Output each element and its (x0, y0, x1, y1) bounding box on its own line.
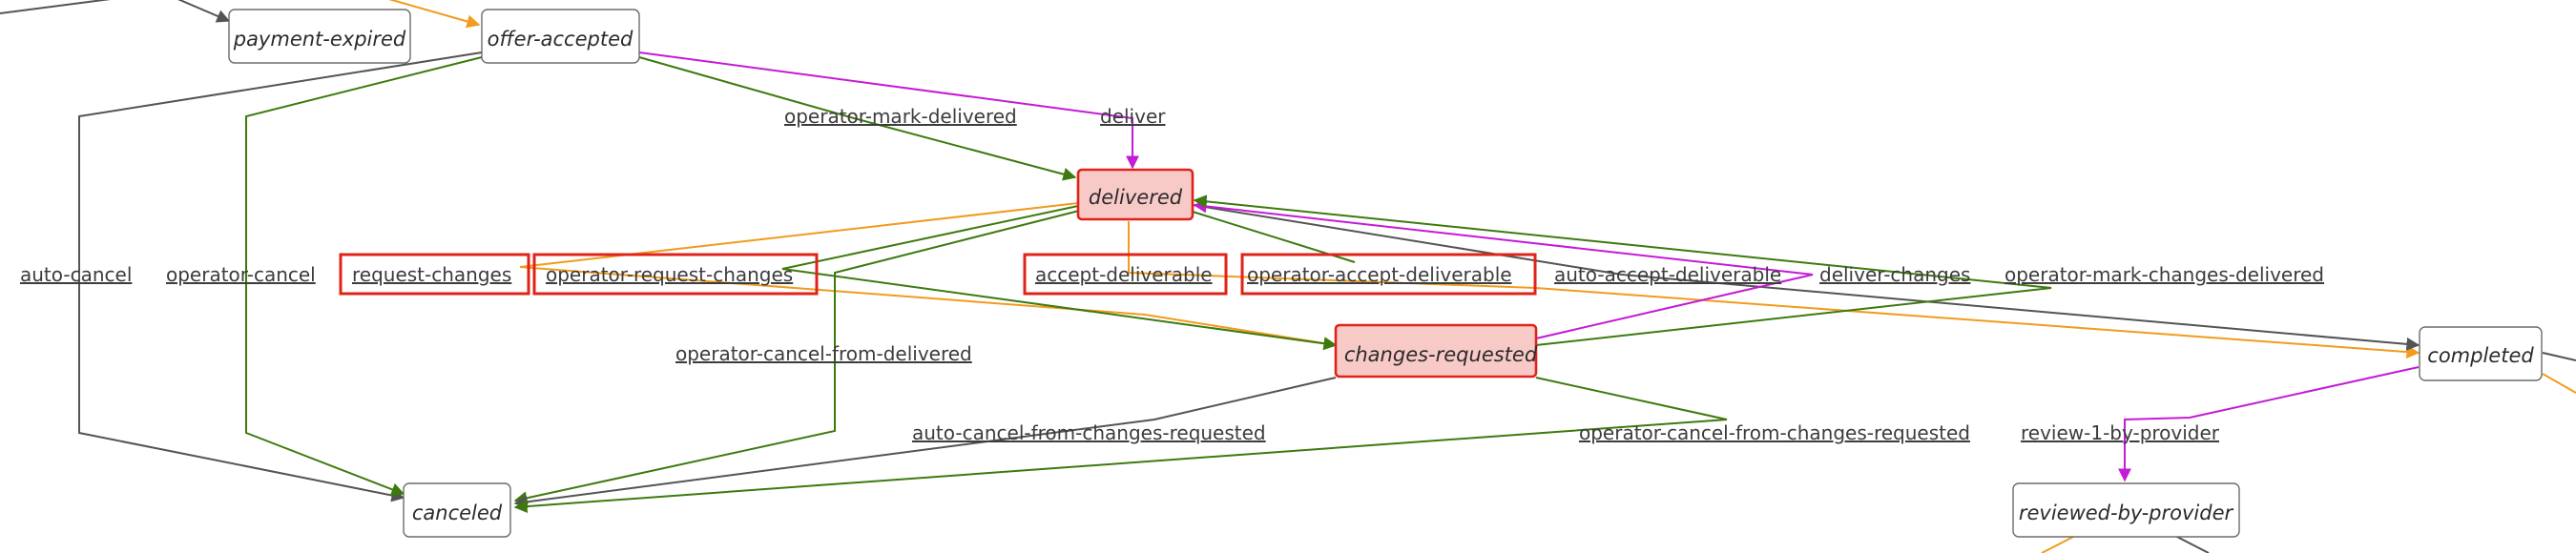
label-highlight-operator-request-changes (532, 253, 819, 296)
edge-reviewed-out-gray (2174, 535, 2210, 553)
edge-label-operator-request-changes: operator-request-changes (546, 263, 793, 286)
edge-label-review-1-by-provider: review-1-by-provider (2021, 421, 2220, 444)
node-label-offer-accepted: offer-accepted (488, 28, 634, 51)
edge-label-operator-mark-delivered: operator-mark-delivered (784, 105, 1017, 128)
node-label-completed: completed (2427, 344, 2534, 367)
edge-label-auto-cancel: auto-cancel (20, 263, 132, 286)
edge-auto-accept-deliverable (1192, 204, 2420, 351)
node-canceled[interactable]: canceled (403, 482, 511, 538)
label-highlight-request-changes (339, 253, 530, 296)
edge-label-auto-cancel-from-changes-requested: auto-cancel-from-changes-requested (912, 421, 1266, 444)
edge-auto-cancel (78, 51, 483, 502)
node-completed[interactable]: completed (2419, 326, 2543, 381)
edge-deliver (638, 51, 1139, 170)
edge-operator-cancel-from-delivered (513, 209, 1084, 505)
edge-into-payment-expired (0, 0, 231, 23)
edge-review-1-by-provider (2118, 366, 2420, 482)
edge-operator-mark-delivered (638, 56, 1077, 181)
edge-request-changes (519, 202, 1338, 350)
edge-into-offer-accepted-orange (388, 0, 481, 29)
edge-auto-cancel-from-changes-requested (513, 377, 1337, 509)
edge-completed-out-gray (2542, 352, 2576, 361)
node-label-reviewed-by-provider: reviewed-by-provider (2019, 502, 2234, 524)
edge-accept-deliverable (1128, 221, 2420, 359)
label-highlight-accept-deliverable (1023, 253, 1228, 296)
node-label-canceled: canceled (412, 502, 503, 524)
edge-label-operator-cancel: operator-cancel (166, 263, 316, 286)
edge-deliver-changes (1193, 199, 1814, 339)
node-changes-requested[interactable]: changes-requested (1334, 323, 1538, 379)
edge-label-operator-accept-deliverable: operator-accept-deliverable (1247, 263, 1512, 286)
edge-operator-request-changes (781, 205, 1338, 351)
label-highlight-operator-accept-deliverable (1240, 253, 1537, 296)
node-payment-expired[interactable]: payment-expired (228, 9, 411, 64)
edge-label-operator-mark-changes-delivered: operator-mark-changes-delivered (2005, 263, 2324, 286)
edge-operator-mark-changes-delivered (1193, 195, 2052, 346)
edge-label-operator-cancel-from-delivered: operator-cancel-from-delivered (675, 342, 972, 365)
edge-label-request-changes: request-changes (352, 263, 511, 286)
edge-operator-cancel-from-changes-requested (513, 377, 1728, 514)
edge-label-deliver-changes: deliver-changes (1819, 263, 1970, 286)
edge-label-deliver: deliver (1100, 105, 1166, 128)
node-reviewed-by-provider[interactable]: reviewed-by-provider (2012, 482, 2240, 538)
edge-reviewed-out-orange (2041, 535, 2076, 553)
node-delivered[interactable]: delivered (1076, 168, 1195, 221)
edge-operator-cancel (245, 56, 483, 496)
edge-label-operator-cancel-from-changes-requested: operator-cancel-from-changes-requested (1579, 421, 1970, 444)
edge-label-auto-accept-deliverable: auto-accept-deliverable (1554, 263, 1781, 286)
edge-completed-out-orange (2542, 373, 2576, 394)
node-label-payment-expired: payment-expired (233, 28, 406, 51)
node-label-changes-requested: changes-requested (1344, 343, 1538, 366)
node-offer-accepted[interactable]: offer-accepted (481, 9, 640, 64)
edge-label-accept-deliverable: accept-deliverable (1035, 263, 1213, 286)
node-label-delivered: delivered (1089, 186, 1183, 209)
